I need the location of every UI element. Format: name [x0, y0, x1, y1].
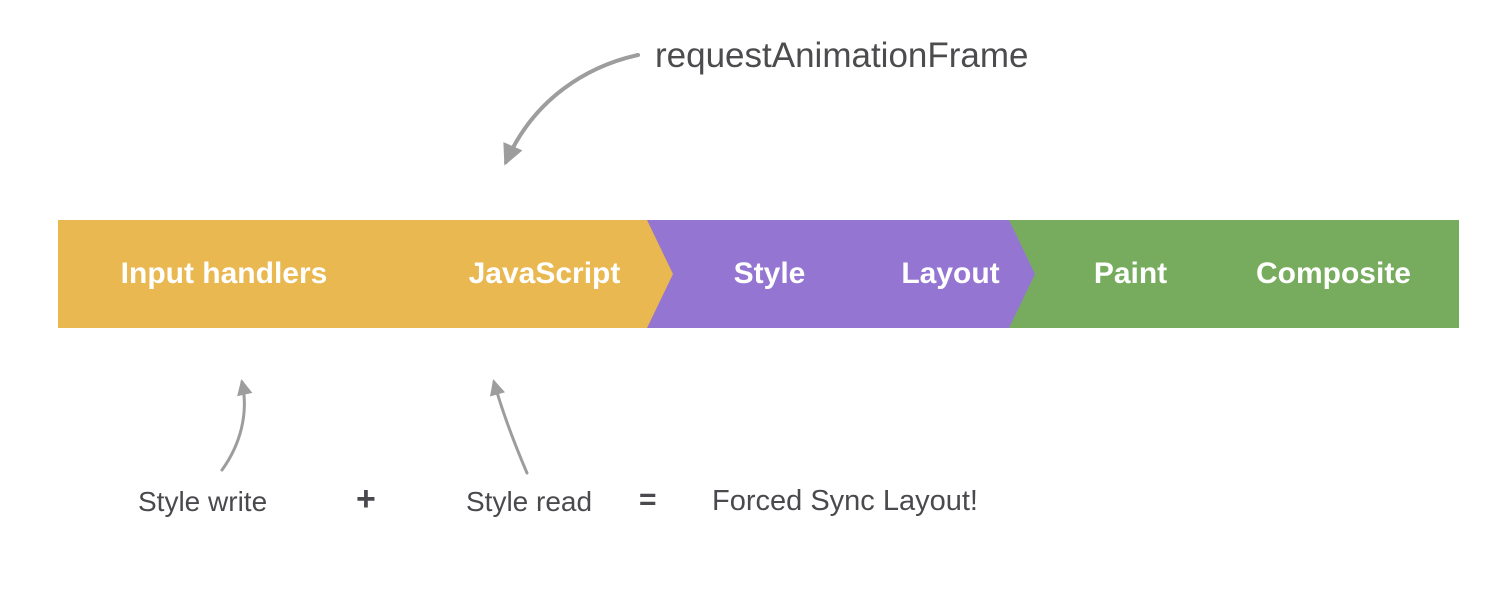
- style-read-label: Style read: [466, 486, 593, 517]
- stage-label: JavaScript: [468, 257, 621, 290]
- stage-input-handlers: Input handlers: [58, 220, 416, 328]
- stage-label: Input handlers: [120, 257, 328, 290]
- stage-label: Layout: [901, 257, 1000, 290]
- stage-composite: Composite: [1182, 220, 1459, 328]
- stage-label: Composite: [1255, 257, 1411, 290]
- pipeline-bar: Input handlers JavaScript Style Layout P…: [58, 220, 1459, 328]
- equals-sign: =: [639, 483, 657, 516]
- forced-sync-layout-label: Forced Sync Layout!: [712, 485, 978, 517]
- stage-label: Style: [733, 257, 806, 290]
- style-write-label: Style write: [138, 486, 268, 517]
- stage-label: Paint: [1093, 257, 1168, 290]
- request-animation-frame-label: requestAnimationFrame: [655, 36, 1029, 75]
- raf-curved-arrow-icon: [503, 53, 640, 166]
- style-read-arrow-icon: [489, 379, 529, 475]
- style-write-arrow-icon: [220, 379, 253, 472]
- plus-sign: +: [356, 480, 376, 518]
